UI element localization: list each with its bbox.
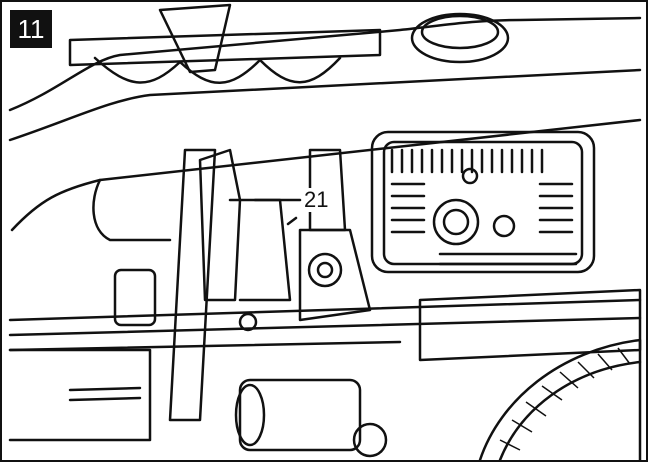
step-number-badge: 11 <box>10 10 52 48</box>
part-callout-label: 21 <box>302 187 331 212</box>
